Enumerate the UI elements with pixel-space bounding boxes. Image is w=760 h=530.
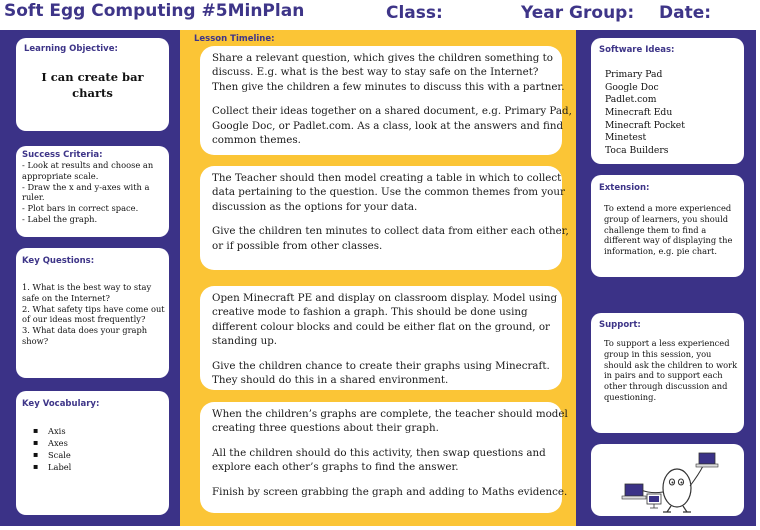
support-heading: Support:: [599, 320, 641, 330]
key-questions-card: Key Questions: 1. What is the best way t…: [16, 248, 169, 378]
key-vocabulary-list: Axis Axes Scale Label: [22, 425, 163, 473]
software-item: Primary Pad: [605, 69, 663, 80]
lesson-step-3-para-1: Open Minecraft PE and display on classro…: [212, 292, 558, 348]
lesson-step-3: Open Minecraft PE and display on classro…: [200, 286, 562, 390]
software-item: Minecraft Edu: [605, 107, 673, 119]
lesson-step-1-para-2: Collect their ideas together on a shared…: [212, 105, 572, 147]
year-group-label: Year Group:: [521, 3, 635, 23]
vocab-item: Axes: [33, 437, 163, 449]
success-criteria-text: - Look at results and choose an appropri…: [22, 160, 154, 224]
header-bar: Soft Egg Computing #5MinPlan Class: Year…: [0, 0, 760, 30]
software-ideas-heading: Software Ideas:: [599, 45, 675, 55]
lesson-step-2-para-2: Give the children ten minutes to collect…: [212, 225, 569, 252]
software-item: Padlet.com: [605, 94, 657, 106]
support-text: To support a less experienced group in t…: [604, 338, 738, 402]
key-questions-text: 1. What is the best way to stay safe on …: [22, 282, 165, 346]
software-ideas-list: Primary Pad Google Doc Padlet.com Minecr…: [599, 69, 736, 158]
egg-with-devices-icon: [621, 452, 719, 513]
lesson-step-2-para-1: The Teacher should then model creating a…: [212, 172, 565, 213]
software-item: Minecraft Pocket: [605, 119, 685, 131]
key-vocabulary-card: Key Vocabulary: Axis Axes Scale Label: [16, 391, 169, 515]
vocab-item: Scale: [33, 449, 163, 461]
lesson-step-1: Share a relevant question, which gives t…: [200, 46, 572, 155]
key-questions-heading: Key Questions:: [22, 256, 95, 266]
logo-card: [591, 444, 744, 516]
lesson-step-4: When the children’s graphs are complete,…: [200, 402, 568, 513]
software-item: Toca Builders: [605, 145, 669, 157]
software-ideas-card: Software Ideas: Primary Pad Google Doc P…: [591, 38, 744, 164]
learning-objective-text: I can create bar charts: [41, 70, 144, 101]
lesson-step-4-para-2: All the children should do this activity…: [212, 446, 546, 474]
extension-card: Extension: To extend a more experienced …: [591, 175, 744, 277]
extension-heading: Extension:: [599, 183, 650, 193]
vocab-item: Axis: [33, 425, 163, 437]
key-vocabulary-heading: Key Vocabulary:: [22, 399, 100, 409]
vocab-item: Label: [33, 461, 163, 473]
lesson-step-3-para-2: Give the children chance to create their…: [212, 359, 550, 387]
lesson-step-1-para-1: Share a relevant question, which gives t…: [212, 52, 565, 93]
date-label: Date:: [659, 3, 712, 23]
lesson-step-4-para-1: When the children’s graphs are complete,…: [212, 408, 568, 435]
class-label: Class:: [386, 3, 443, 23]
extension-text: To extend a more experienced group of le…: [604, 203, 733, 257]
lesson-timeline-heading: Lesson Timeline:: [194, 34, 275, 44]
success-criteria-card: Success Criteria: - Look at results and …: [16, 146, 169, 237]
lesson-step-4-para-3: Finish by screen grabbing the graph and …: [212, 485, 568, 498]
software-item: Google Doc: [605, 81, 659, 93]
lesson-step-2: The Teacher should then model creating a…: [200, 166, 569, 270]
software-item: Minetest: [605, 132, 647, 144]
page-title: Soft Egg Computing #5MinPlan: [4, 1, 305, 21]
learning-objective-heading: Learning Objective:: [24, 44, 118, 54]
learning-objective-card: Learning Objective: I can create bar cha…: [16, 38, 169, 131]
success-criteria-heading: Success Criteria:: [22, 150, 103, 160]
support-card: Support: To support a less experienced g…: [591, 313, 744, 433]
